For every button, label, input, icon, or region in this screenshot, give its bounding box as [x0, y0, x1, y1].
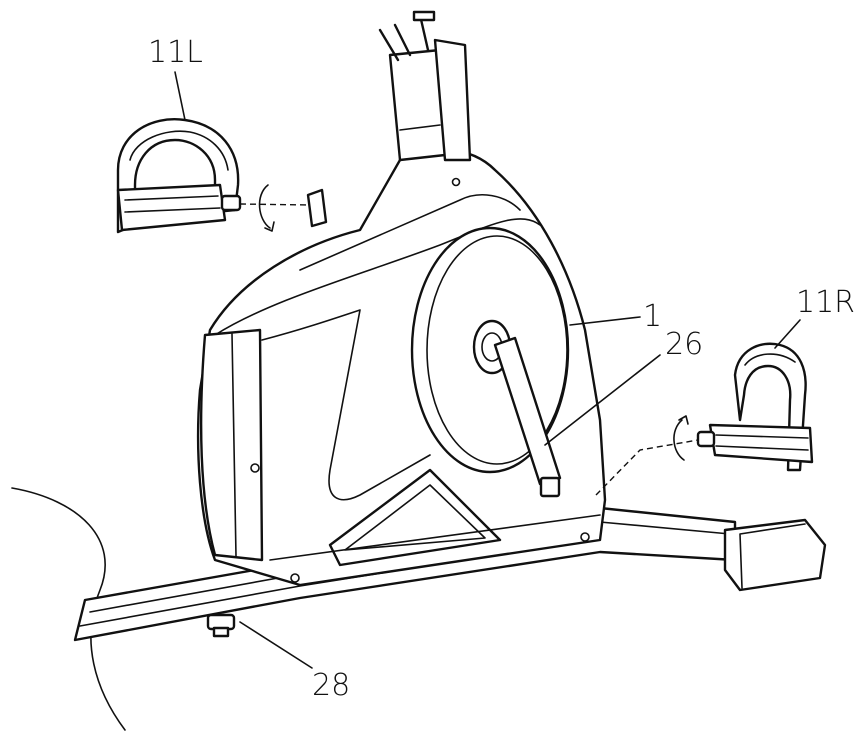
floor-curve: [11, 487, 126, 731]
crank-arm: [493, 336, 562, 498]
floor-leveler-foot: [206, 613, 236, 638]
callout-leader-28: [239, 621, 313, 669]
callout-1: 1: [643, 299, 662, 334]
callout-leader-1: [569, 316, 641, 326]
callout-leader-11l: [174, 71, 186, 121]
callout-11l: 11L: [148, 35, 203, 70]
callout-11r: 11R: [796, 285, 855, 320]
callout-leader-11r: [774, 319, 801, 349]
right-pedal-rotation-arrow: [673, 415, 689, 461]
callout-28: 28: [312, 668, 350, 703]
right-pedal: [595, 342, 814, 496]
left-pedal: [116, 118, 328, 234]
callout-26: 26: [665, 327, 703, 362]
rear-stabilizer-cap: [723, 518, 827, 592]
seat-post: [378, 10, 472, 162]
left-pedal-rotation-arrow: [258, 184, 275, 232]
callout-leader-26: [544, 354, 661, 446]
